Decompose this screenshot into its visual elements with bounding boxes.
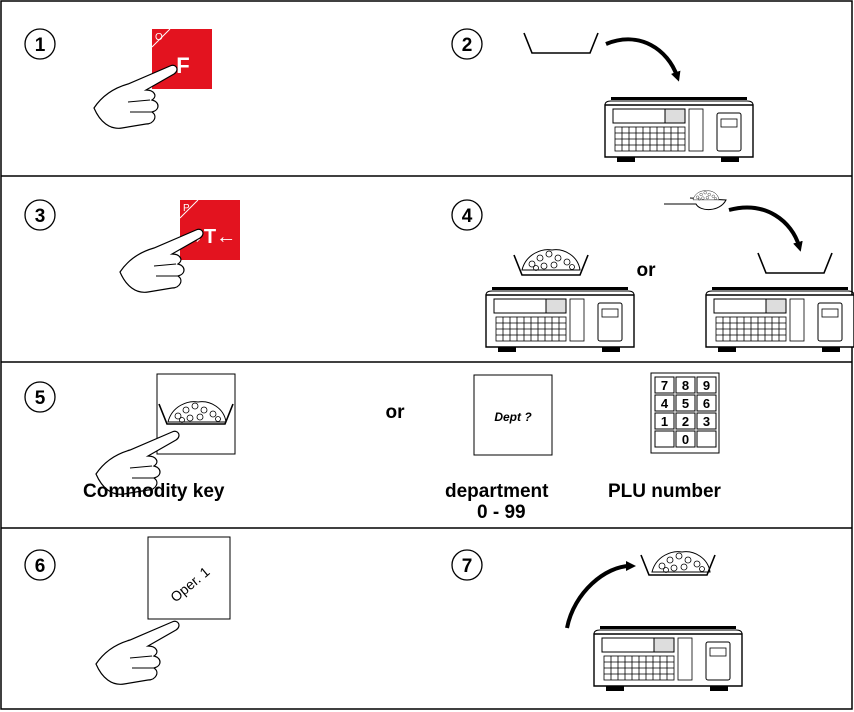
keypad-key (654, 394, 675, 412)
curved-arrow-icon (728, 205, 803, 252)
keypad-key (696, 394, 717, 412)
scale-icon (593, 625, 743, 692)
keypad-key (675, 430, 696, 448)
department-caption: department (445, 481, 549, 502)
scale-icon (604, 96, 754, 163)
keypad-key-label: 6 (703, 396, 710, 411)
keypad-key-label: 2 (682, 414, 689, 429)
svg-text:1: 1 (35, 35, 46, 56)
svg-text:P: P (183, 203, 190, 214)
plu-number-caption: PLU number (608, 481, 721, 502)
scale-icon (705, 286, 854, 353)
keypad-key (654, 412, 675, 430)
svg-text:2: 2 (462, 35, 473, 56)
pointing-hand-icon (119, 228, 204, 293)
svg-text:F: F (176, 53, 189, 78)
scoop-icon (664, 190, 727, 210)
keypad-key-label: 3 (703, 414, 710, 429)
goods-pile-icon (521, 249, 581, 271)
svg-text:O: O (155, 32, 163, 43)
or-label: or (386, 402, 406, 423)
keypad-key (654, 430, 675, 448)
tray-icon (757, 252, 833, 274)
scale-icon (485, 286, 635, 353)
curved-arrow-icon (605, 37, 681, 82)
svg-text:3: 3 (35, 206, 46, 227)
keypad-key (696, 376, 717, 394)
keypad-key-label: 7 (661, 378, 668, 393)
step-6-badge: 6 (24, 549, 56, 581)
keypad-key (696, 430, 717, 448)
keypad-key (675, 412, 696, 430)
step-2-badge: 2 (451, 28, 483, 60)
step-3-badge: 3 (24, 199, 56, 231)
step-5-badge: 5 (24, 381, 56, 413)
pointing-hand-icon (95, 620, 180, 685)
keypad-key (675, 394, 696, 412)
keypad-key (654, 376, 675, 394)
keypad-key-label: 0 (682, 432, 689, 447)
commodity-key-caption: Commodity key (83, 481, 225, 502)
department-range-caption: 0 - 99 (477, 502, 526, 523)
keypad-key-label: 4 (661, 396, 669, 411)
svg-text:6: 6 (35, 556, 46, 577)
step-4-badge: 4 (451, 199, 483, 231)
keypad-key-label: 8 (682, 378, 689, 393)
tray-icon (523, 32, 599, 54)
department-key: Dept ? (473, 374, 553, 456)
pointing-hand-icon (93, 64, 178, 129)
or-label: or (637, 260, 657, 281)
tare-key: P →T← (179, 199, 240, 260)
goods-pile-icon (651, 551, 711, 573)
keypad-key (675, 376, 696, 394)
keypad-key (696, 412, 717, 430)
operator-key: Oper. 1 (147, 536, 231, 620)
svg-text:Dept ?: Dept ? (494, 410, 532, 424)
keypad-key-label: 5 (682, 396, 689, 411)
svg-text:7: 7 (462, 556, 473, 577)
keypad-key-label: 9 (703, 378, 710, 393)
step-1-badge: 1 (24, 28, 56, 60)
svg-text:4: 4 (462, 206, 473, 227)
curved-arrow-icon (565, 561, 636, 629)
svg-text:5: 5 (35, 388, 46, 409)
step-7-badge: 7 (451, 549, 483, 581)
keypad-key-label: 1 (661, 414, 668, 429)
